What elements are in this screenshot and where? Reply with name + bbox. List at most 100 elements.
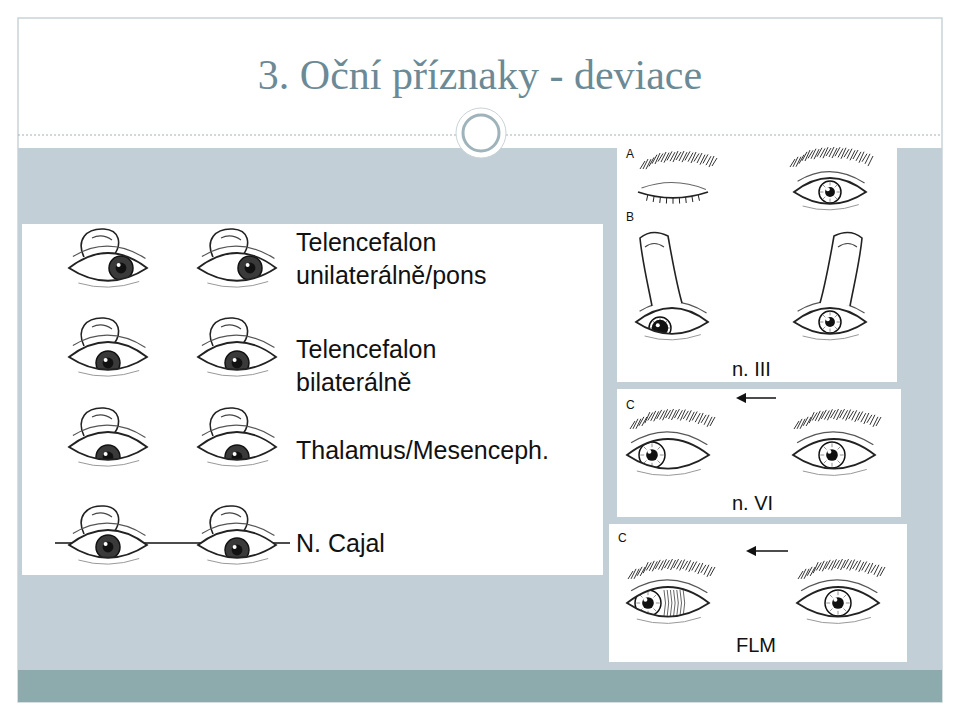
lower-lid <box>807 617 871 623</box>
lower-lid <box>637 617 701 623</box>
lower-lid <box>78 282 139 288</box>
iris-group <box>96 535 120 559</box>
brow-hair <box>841 148 846 159</box>
lid-crease <box>202 523 275 535</box>
brow-hair <box>628 571 633 579</box>
iris-line <box>830 609 833 612</box>
slide-title: 3. Oční příznaky - deviace <box>18 50 942 100</box>
eye <box>198 335 276 376</box>
eye-outline <box>793 439 875 469</box>
eye-illustrations <box>69 147 885 623</box>
iris-line <box>835 185 837 187</box>
brow-hair <box>689 412 694 422</box>
iris-line <box>823 185 825 187</box>
lower-lid <box>803 469 867 475</box>
brow-hair <box>707 567 712 577</box>
brow-hair <box>698 563 703 574</box>
eye <box>69 523 147 564</box>
gaze-panel <box>22 224 603 575</box>
brow-hair <box>704 565 709 575</box>
nystagmus-mark <box>670 590 672 616</box>
brow-hair <box>700 155 705 165</box>
label-holder: N. Cajal <box>296 527 598 560</box>
iris-line <box>820 192 823 193</box>
iris-line <box>654 609 657 612</box>
pupil-highlight <box>233 545 237 549</box>
iris-group <box>96 351 120 375</box>
pupil <box>116 263 127 274</box>
eye-white <box>793 439 875 469</box>
iris-line <box>660 335 661 338</box>
pupil <box>232 452 243 463</box>
lid-crease <box>642 183 706 190</box>
nystagmus-mark <box>664 590 666 616</box>
label-holder: FLM <box>736 632 826 658</box>
label-holder: Thalamus/Mesenceph. <box>296 434 598 467</box>
eye-outline <box>69 432 147 460</box>
eye <box>69 246 147 287</box>
brow-hair <box>850 560 855 571</box>
panel-letter: C <box>618 531 638 547</box>
lower-lid <box>803 205 859 210</box>
brow-hair <box>640 161 645 169</box>
iris-line <box>844 595 847 598</box>
eye <box>198 425 276 469</box>
iris <box>225 351 249 375</box>
pupil-highlight <box>104 358 108 362</box>
finger-nail <box>221 513 241 517</box>
brow-hair <box>712 158 717 166</box>
iris-group <box>819 442 845 468</box>
brow-hair <box>698 413 703 424</box>
pupil <box>832 597 844 609</box>
brow-hair <box>868 563 873 574</box>
eye-white <box>636 308 708 334</box>
lower-lid <box>207 282 268 288</box>
brow-hair <box>874 565 879 575</box>
eye <box>636 302 708 340</box>
iris-line <box>830 182 831 185</box>
lid-finger <box>820 232 862 306</box>
brow-hair <box>859 562 864 572</box>
eye-outline <box>797 587 879 617</box>
pupil <box>825 317 835 327</box>
pupil-highlight <box>233 452 237 456</box>
brow-hair <box>865 154 870 164</box>
pupil-highlight <box>833 598 837 602</box>
pupil-highlight <box>643 598 647 602</box>
iris-line <box>832 463 833 467</box>
iris-texture <box>820 312 840 332</box>
brow-hair <box>873 417 878 427</box>
iris-line <box>820 322 823 323</box>
brow-hair <box>864 413 869 424</box>
iris-line <box>837 192 840 193</box>
nerve-panel <box>617 146 897 382</box>
eye <box>627 580 709 624</box>
pupil <box>826 449 838 461</box>
brow-hair <box>850 150 855 160</box>
pupil <box>646 449 658 461</box>
iris-line <box>838 447 841 450</box>
iris-line <box>824 447 827 450</box>
pupil-highlight <box>826 317 830 321</box>
brow-hair <box>790 159 795 167</box>
eyelash <box>691 196 693 202</box>
gaze-arrow <box>748 550 788 552</box>
iris-line <box>840 455 844 456</box>
iris-group <box>649 317 671 339</box>
finger-nail <box>221 325 241 329</box>
eye <box>69 335 147 376</box>
pupil <box>232 358 243 369</box>
eyebrow <box>630 409 715 429</box>
nerve-panel <box>609 524 907 662</box>
nerve-panel <box>617 389 901 517</box>
lower-lid <box>637 469 701 475</box>
iris <box>825 590 851 616</box>
pupil-highlight <box>826 187 830 191</box>
brow-hair <box>880 567 885 576</box>
iris <box>819 311 841 333</box>
iris-line <box>660 455 664 456</box>
brow-hair <box>673 151 678 162</box>
eye-white <box>627 439 709 469</box>
pupil-highlight <box>104 452 108 456</box>
slide-frame <box>18 18 942 702</box>
